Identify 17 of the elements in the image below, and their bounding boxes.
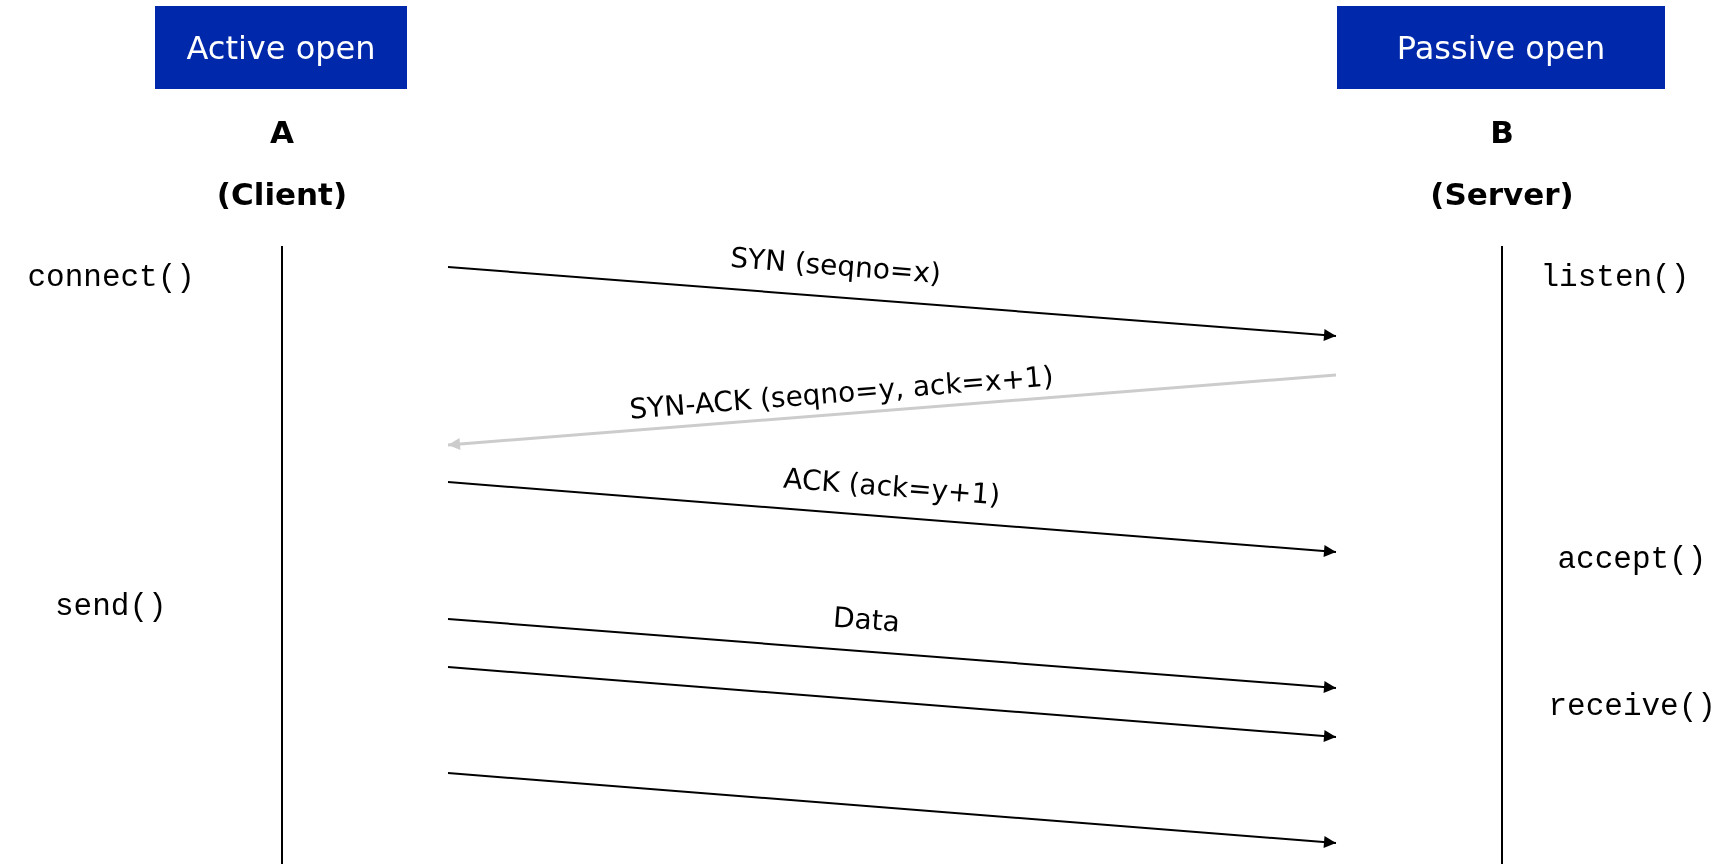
function-call: accept() xyxy=(1557,541,1707,577)
host-role: (Client) xyxy=(216,176,348,212)
host-name: A xyxy=(270,114,294,150)
function-call: receive() xyxy=(1548,688,1716,724)
message-arrow xyxy=(447,772,1337,849)
host-role: (Server) xyxy=(1430,176,1574,212)
message-arrow xyxy=(447,266,1337,342)
state-box: Active open xyxy=(155,6,407,89)
message-arrow xyxy=(447,666,1337,743)
state-box: Passive open xyxy=(1337,6,1665,89)
function-call: connect() xyxy=(27,259,195,295)
host-name: B xyxy=(1490,114,1514,150)
message-arrow xyxy=(447,481,1337,558)
message-arrow xyxy=(447,373,1337,451)
message-arrow xyxy=(447,618,1337,694)
function-call: listen() xyxy=(1540,259,1690,295)
function-call: send() xyxy=(55,588,167,624)
